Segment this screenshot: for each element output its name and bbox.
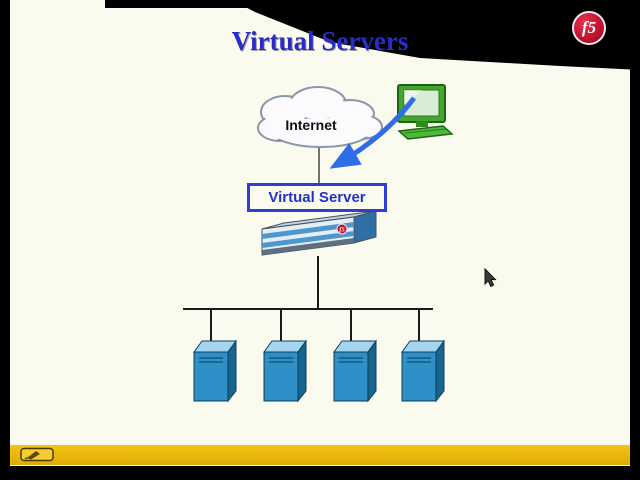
- server-tower-icon-4: [401, 339, 445, 403]
- f5-logo-text: f5: [581, 18, 597, 37]
- slide-title: Virtual Servers: [231, 26, 409, 56]
- annotation-toolbar[interactable]: [10, 445, 630, 465]
- server-tower-icon-1: [193, 339, 237, 403]
- server-tower-icon-2: [263, 339, 307, 403]
- appliance-f5-badge-text: f5: [339, 227, 345, 234]
- traffic-arrow-icon: [329, 96, 417, 169]
- internet-label: Internet: [285, 117, 337, 133]
- virtual-server-label-box: Virtual Server: [247, 183, 387, 212]
- virtual-server-label: Virtual Server: [268, 189, 366, 206]
- server-tower-icon-3: [333, 339, 377, 403]
- pen-tool-icon[interactable]: [20, 447, 64, 463]
- internet-cloud-icon: [257, 86, 383, 148]
- f5-logo-icon: f5: [572, 11, 606, 45]
- client-computer-icon: [397, 84, 454, 140]
- bigip-appliance-icon: f5: [261, 210, 377, 256]
- appliance-f5-badge-icon: [336, 223, 348, 235]
- slide-top-notch: [10, 0, 105, 9]
- connector-lines: [183, 147, 433, 342]
